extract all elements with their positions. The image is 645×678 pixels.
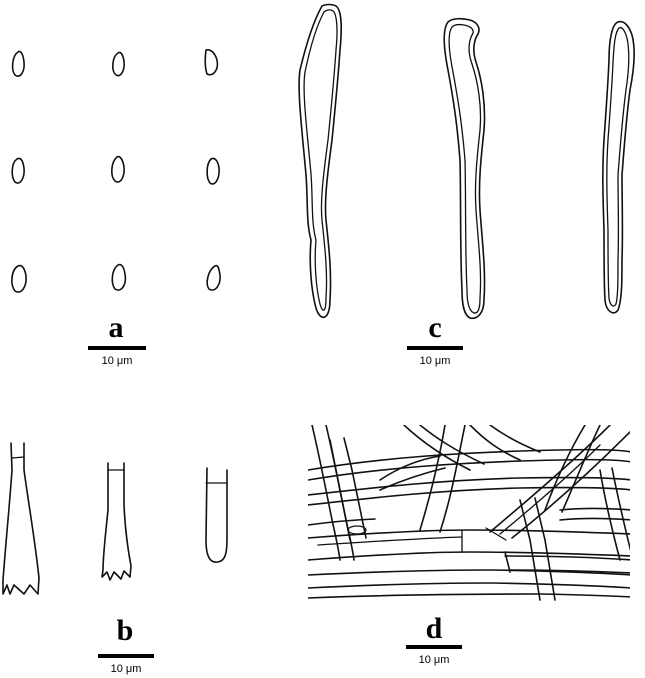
hypha <box>485 425 630 541</box>
hypha <box>504 551 630 574</box>
spore <box>112 51 125 77</box>
hypha <box>403 425 485 471</box>
basidium <box>205 467 228 563</box>
hypha <box>599 467 630 561</box>
hypha <box>519 497 556 601</box>
spore <box>11 264 27 293</box>
panel-d-hyphae <box>308 425 630 605</box>
spore <box>206 157 220 185</box>
spore <box>204 49 219 76</box>
hypha <box>308 569 630 589</box>
scale-label-a: 10 μm <box>102 355 133 367</box>
scale-label-b: 10 μm <box>111 663 142 675</box>
scale-label-d: 10 μm <box>419 654 450 666</box>
panel-c-cystidia <box>298 3 635 320</box>
scale-bar-a <box>88 346 146 350</box>
spore <box>111 155 125 183</box>
panel-label-d: d <box>426 612 443 645</box>
cystidium <box>443 17 486 320</box>
cystidium <box>298 3 342 318</box>
panel-a-spores <box>11 49 221 293</box>
hypha <box>308 476 630 506</box>
hypha <box>544 425 601 513</box>
spore <box>111 263 127 291</box>
basidium <box>101 462 132 581</box>
hypha <box>329 437 367 541</box>
panel-b-basidia <box>2 442 228 595</box>
scale-bar-d <box>406 645 462 649</box>
panel-label-b: b <box>117 614 134 647</box>
scale-bar-b <box>98 654 154 658</box>
hypha <box>419 425 466 533</box>
scale-bar-c <box>407 346 463 350</box>
cystidium <box>602 20 635 314</box>
scale-label-c: 10 μm <box>420 355 451 367</box>
spore <box>11 50 25 77</box>
spore <box>11 157 25 184</box>
spore <box>206 264 221 291</box>
panel-label-c: c <box>428 311 441 344</box>
hypha <box>379 455 446 491</box>
basidium <box>2 442 40 595</box>
panel-label-a: a <box>109 311 124 344</box>
hypha <box>469 425 541 461</box>
hypha <box>308 593 630 599</box>
hypha <box>308 507 630 526</box>
